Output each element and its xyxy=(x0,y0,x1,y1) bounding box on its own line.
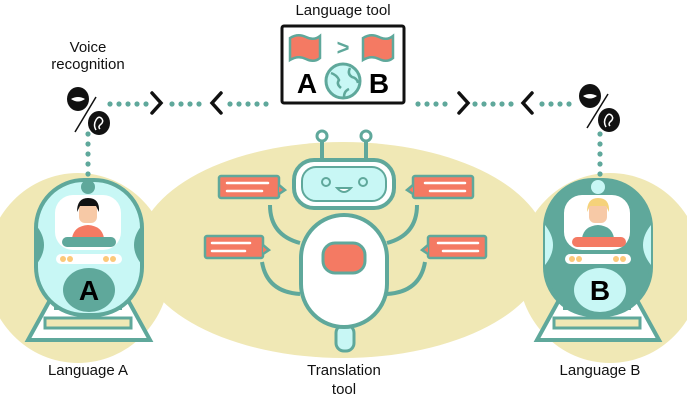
connector-dot xyxy=(597,171,603,177)
connector-dot xyxy=(472,101,478,107)
chevron-left-icon xyxy=(520,91,534,115)
connector-dot xyxy=(597,161,603,167)
train-b-letter: B xyxy=(590,275,610,306)
connector-dot xyxy=(236,101,242,107)
robot-chest-panel xyxy=(321,241,367,275)
train-a-letter: A xyxy=(79,275,99,306)
speech-bubble-top-left xyxy=(217,174,288,200)
language-a-label: Language A xyxy=(48,362,128,379)
connector-dot xyxy=(433,101,439,107)
speech-bubble-bottom-right xyxy=(419,234,488,260)
connector-dot xyxy=(134,101,140,107)
connector-dot xyxy=(548,101,554,107)
connector-dot xyxy=(85,151,91,157)
connector-dot xyxy=(85,171,91,177)
language-b-letter: B xyxy=(369,68,389,99)
globe-icon xyxy=(324,62,362,100)
connector-dot xyxy=(557,101,563,107)
translate-arrow: > xyxy=(337,35,350,60)
connector-dot xyxy=(85,131,91,137)
speech-bubbles xyxy=(203,174,488,260)
chevron-right-icon xyxy=(457,91,471,115)
chevron-left-icon xyxy=(209,91,223,115)
language-a-letter: A xyxy=(297,68,317,99)
connector-dot xyxy=(85,161,91,167)
connector-dot xyxy=(597,131,603,137)
ear-icon xyxy=(598,108,620,132)
passenger-b-avatar xyxy=(582,198,614,238)
dotted-connectors xyxy=(85,101,603,177)
voice-io-left xyxy=(67,87,110,135)
connector-dot xyxy=(143,101,149,107)
flow-chevrons xyxy=(150,91,534,115)
connector-dot xyxy=(597,141,603,147)
connector-dot xyxy=(490,101,496,107)
connector-dot xyxy=(196,101,202,107)
connector-dot xyxy=(424,101,430,107)
language-b-label: Language B xyxy=(560,362,641,379)
connector-dot xyxy=(178,101,184,107)
connector-dot xyxy=(481,101,487,107)
connector-dot xyxy=(169,101,175,107)
connector-dot xyxy=(263,101,269,107)
train-b: B xyxy=(533,178,663,342)
connector-dot xyxy=(227,101,233,107)
passenger-a-avatar xyxy=(72,198,104,238)
speech-bubble-bottom-left xyxy=(203,234,272,260)
ear-icon xyxy=(88,111,110,135)
connector-dot xyxy=(245,101,251,107)
connector-dot xyxy=(107,101,113,107)
connector-dot xyxy=(566,101,572,107)
flag-a-icon xyxy=(288,33,322,63)
translation-robot xyxy=(260,129,427,353)
flag-b-icon xyxy=(361,33,395,63)
connector-dot xyxy=(539,101,545,107)
voice-io-right xyxy=(579,84,620,132)
language-tool-label: Language tool xyxy=(295,2,390,19)
connector-dot xyxy=(508,101,514,107)
connector-dot xyxy=(597,151,603,157)
connector-dot xyxy=(254,101,260,107)
connector-dot xyxy=(125,101,131,107)
connector-dot xyxy=(442,101,448,107)
bubble-text-lines xyxy=(210,181,480,253)
chevron-right-icon xyxy=(150,91,164,115)
language-tool-box: > A B xyxy=(280,24,406,105)
train-a: A xyxy=(24,178,154,342)
connector-dot xyxy=(116,101,122,107)
connector-dot xyxy=(415,101,421,107)
connector-dot xyxy=(187,101,193,107)
connector-dot xyxy=(499,101,505,107)
connector-dot xyxy=(85,141,91,147)
speech-bubble-top-right xyxy=(404,174,475,200)
